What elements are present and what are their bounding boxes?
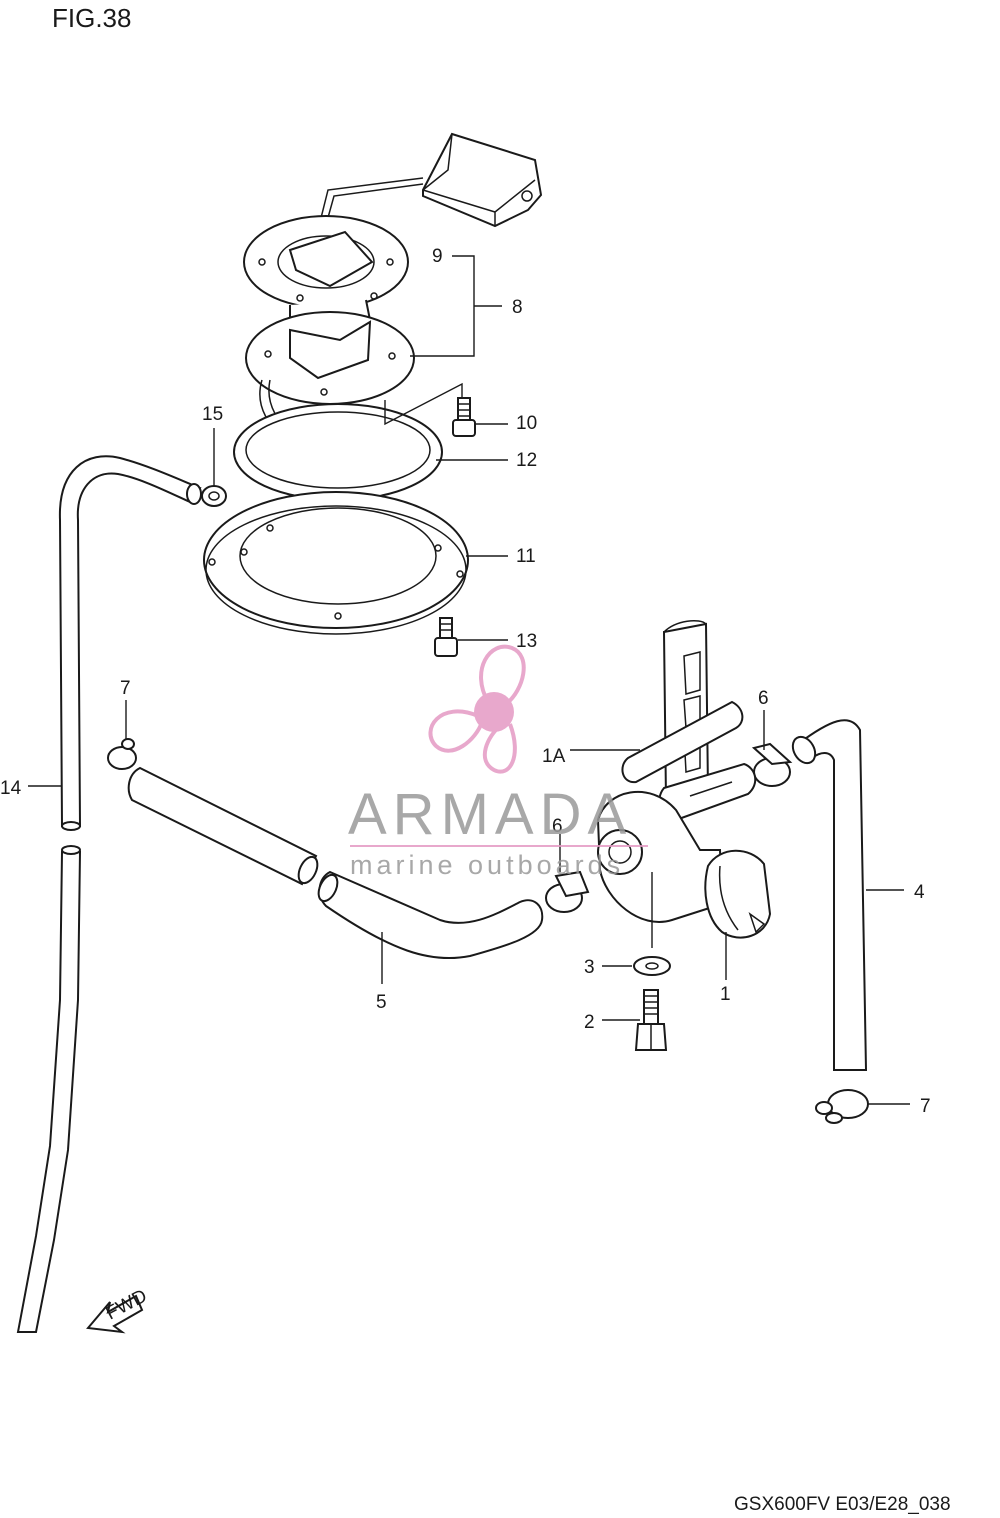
- callout-2: 2: [584, 1012, 595, 1033]
- callout-11: 11: [516, 546, 536, 567]
- callout-15: 15: [202, 404, 223, 425]
- clamp-6-middle: [545, 870, 590, 913]
- bolt-10: [452, 397, 476, 437]
- fuel-level-sender: [243, 132, 543, 557]
- reference-code: GSX600FV E03/E28_038: [734, 1494, 951, 1515]
- callout-4: 4: [914, 882, 925, 903]
- callout-7-right: 7: [920, 1096, 931, 1117]
- mounting-plate-11: [203, 491, 469, 635]
- strainer-o-ring: [621, 700, 744, 784]
- callout-14: 14: [0, 778, 22, 799]
- callout-13: 13: [516, 631, 537, 652]
- hose-14: [16, 455, 202, 1333]
- sender-connector: [422, 132, 543, 228]
- callout-6-middle: 6: [552, 816, 563, 837]
- callout-5: 5: [376, 992, 387, 1013]
- propeller-logo: [428, 644, 526, 774]
- callout-9: 9: [432, 246, 443, 267]
- clamp-7-right: [815, 1089, 869, 1124]
- clamp-15: [201, 485, 227, 507]
- bolt-2: [634, 989, 668, 1051]
- bolt-13: [434, 617, 458, 657]
- clamp-6-right: [751, 742, 793, 787]
- fuel-strainer: [662, 622, 710, 802]
- hose-4: [791, 719, 868, 1071]
- callout-6-right: 6: [758, 688, 769, 709]
- leader-lines: [28, 255, 910, 1105]
- washer-3: [633, 956, 671, 976]
- watermark: ARMADA marine outboards: [348, 644, 648, 880]
- clamp-7-left: [107, 738, 137, 770]
- callout-3: 3: [584, 957, 595, 978]
- callout-8: 8: [512, 297, 523, 318]
- callout-7-left: 7: [120, 678, 131, 699]
- gasket-12: [233, 403, 443, 501]
- callout-10: 10: [516, 413, 537, 434]
- forward-arrow: FWD: [86, 1286, 151, 1334]
- watermark-tagline: marine outboards: [350, 850, 624, 880]
- figure-title: FIG.38: [52, 3, 131, 33]
- callout-1: 1: [720, 984, 731, 1005]
- hose-5: [127, 766, 544, 960]
- fuel-valve-1: [596, 619, 772, 939]
- watermark-brand: ARMADA: [348, 782, 632, 847]
- callout-1a: 1A: [542, 746, 566, 767]
- callout-12: 12: [516, 450, 537, 471]
